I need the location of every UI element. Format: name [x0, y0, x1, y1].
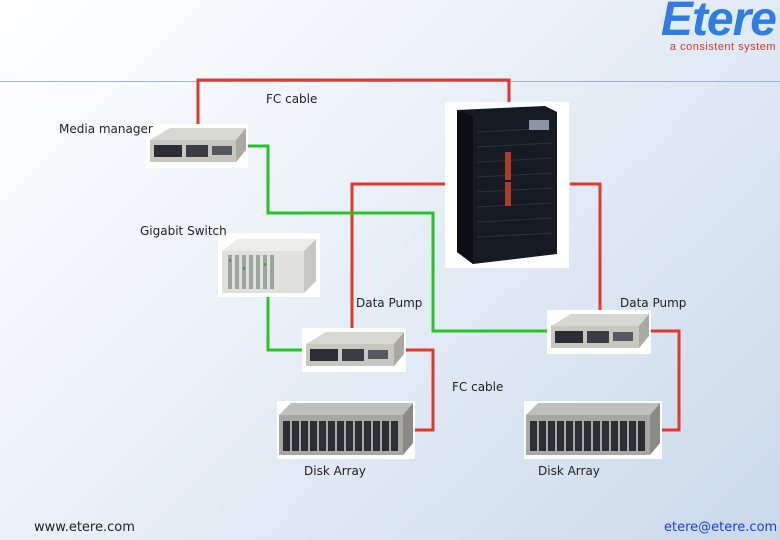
ethernet-switch-data-pump-left — [266, 297, 304, 352]
email-link[interactable]: etere@etere.com — [664, 520, 778, 535]
media-manager-label: Media manager — [59, 122, 153, 136]
etere-logo: Etere a consistent system — [626, 0, 777, 56]
media-manager-server — [146, 124, 248, 168]
gigabit-switch — [218, 233, 320, 297]
disk-array-left — [277, 401, 415, 459]
logo-wordmark: Etere — [660, 0, 777, 46]
fc-cables — [196, 78, 681, 432]
data-pump-left-label: Data Pump — [356, 296, 423, 310]
logo-tagline: a consistent system — [669, 41, 776, 53]
disk-array-left-label: Disk Array — [304, 464, 366, 478]
storage-tower — [445, 102, 569, 268]
fc-cable-media-manager-storage — [196, 78, 511, 124]
fc-cable-storage-data-pump-right — [570, 182, 602, 313]
fc-cable-storage-data-pump-left — [350, 182, 450, 331]
disk-array-right — [524, 401, 662, 459]
fc-cable-label-bottom: FC cable — [452, 380, 504, 394]
fc-cable-data-pump-left-disk-array — [404, 348, 435, 432]
data-pump-right-label: Data Pump — [620, 296, 687, 310]
fc-cable-label-top: FC cable — [266, 92, 318, 106]
disk-array-right-label: Disk Array — [538, 464, 600, 478]
gigabit-switch-label: Gigabit Switch — [140, 224, 227, 238]
fc-cable-data-pump-right-disk-array — [651, 329, 681, 432]
website-link[interactable]: www.etere.com — [34, 520, 135, 535]
ethernet-media-manager-switch — [247, 144, 548, 333]
data-pump-server-left — [302, 328, 406, 372]
data-pump-server-right — [547, 310, 651, 354]
ethernet-cables — [247, 144, 548, 352]
